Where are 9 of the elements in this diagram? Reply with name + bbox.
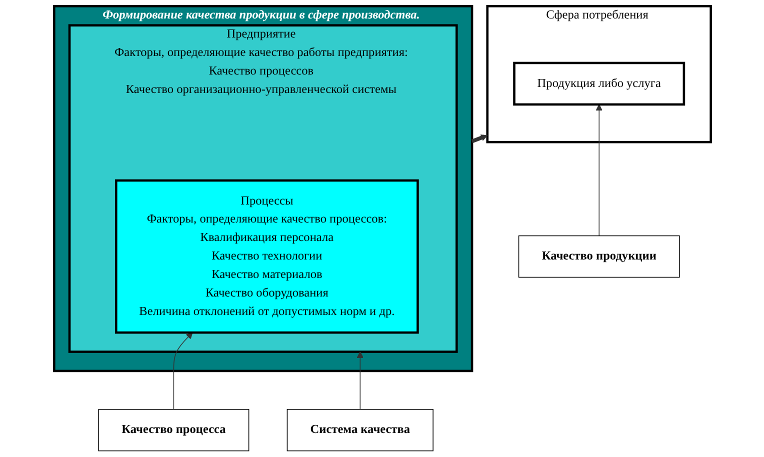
- node-box: Процессы Факторы, определяющие качество процессов: Квалификация персонала Качество технологии Качество материалов Качество оборудования Величина отклонений от допустимых норм и др.: [114, 179, 418, 334]
- node-box: Система качества: [286, 408, 433, 452]
- node-box: Продукция либо услуга: [512, 62, 685, 106]
- arrow: [172, 332, 192, 410]
- node-box: Качество продукции: [518, 235, 680, 278]
- arrow: [356, 351, 364, 410]
- node-box: Качество процесса: [98, 408, 249, 452]
- arrow: [595, 104, 602, 236]
- arrow: [470, 134, 488, 144]
